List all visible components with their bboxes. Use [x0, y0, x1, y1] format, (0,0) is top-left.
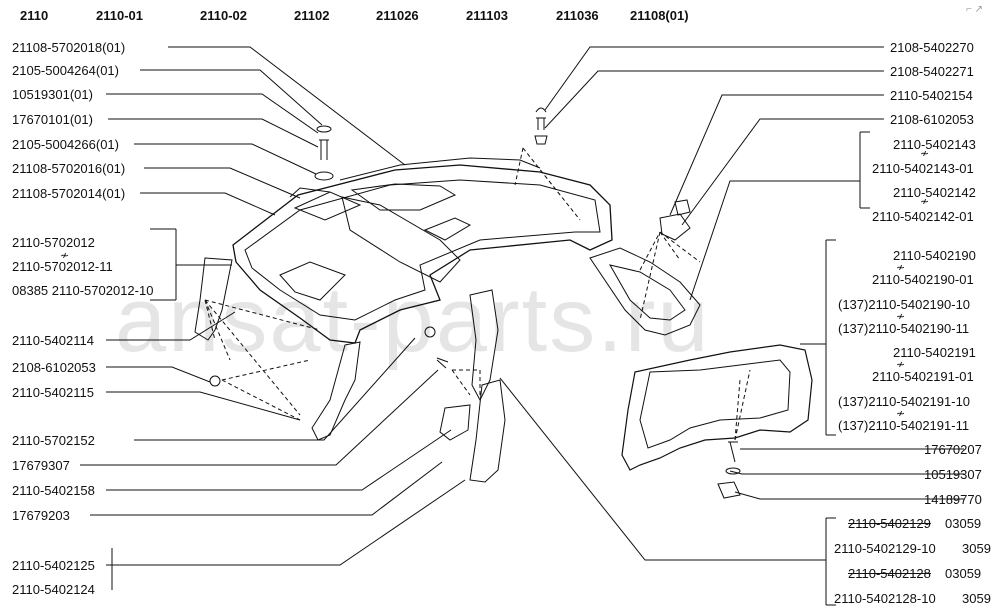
- part-label: 2110-5402142-01: [872, 209, 974, 224]
- alt-mark: ≁: [896, 408, 906, 420]
- part-label: 2110-5402143: [893, 137, 976, 152]
- part-label: 21108-5702014(01): [12, 186, 126, 201]
- watermark: ansat-parts.ru: [115, 269, 711, 371]
- part-label: 17679307: [12, 458, 70, 473]
- part-label: 2110-5402124: [12, 582, 95, 597]
- part-label: 2110-5402142: [893, 185, 976, 200]
- part-label: 14189770: [924, 492, 982, 507]
- part-label: 2110-5702012: [12, 235, 95, 250]
- part-label: 10519307: [924, 467, 982, 482]
- part-label: 2108-5402271: [890, 64, 974, 79]
- part-label: 17679203: [12, 508, 70, 523]
- alt-mark: ≁: [896, 311, 906, 323]
- model-header: 211036: [556, 8, 599, 23]
- part-label: 2110-5402190-01: [872, 272, 974, 287]
- part-label: 2110-5402125: [12, 558, 95, 573]
- part-label: 2105-5004266(01): [12, 137, 119, 152]
- part-label: 2110-5402115: [12, 385, 94, 400]
- alt-mark: ≁: [896, 359, 906, 371]
- corner-mark: ⌐ ↗: [966, 4, 983, 15]
- alt-mark: ≁: [60, 250, 70, 262]
- model-header: 21108(01): [630, 8, 689, 23]
- part-label: 2110-5402154: [890, 88, 973, 103]
- part-label: 2110-5402191: [893, 345, 976, 360]
- model-header: 2110-01: [96, 8, 143, 23]
- part-label: 2108-6102053: [890, 112, 974, 127]
- part-label: 2110-5702152: [12, 433, 95, 448]
- part-label: (137)2110-5402190-11: [838, 321, 970, 336]
- part-label: 3059: [962, 541, 991, 556]
- part-label: 21108-5702018(01): [12, 40, 126, 55]
- model-header: 211026: [376, 8, 419, 23]
- model-header: 211103: [466, 8, 508, 23]
- part-label: 10519301(01): [12, 87, 93, 102]
- alt-mark: ≁: [920, 148, 930, 160]
- part-label: 17670207: [924, 442, 982, 457]
- part-label: 2110-5402128-10: [834, 591, 936, 606]
- part-label: 2105-5004264(01): [12, 63, 119, 78]
- part-label: 2110-5402143-01: [872, 161, 974, 176]
- part-label: 2110-5402129-10: [834, 541, 936, 556]
- alt-mark: ≁: [920, 196, 930, 208]
- part-label: 2110-5402158: [12, 483, 95, 498]
- model-header: 2110: [20, 8, 49, 23]
- part-label: 03059: [945, 566, 982, 581]
- part-label: 2110-5402190: [893, 248, 976, 263]
- part-label: 17670101(01): [12, 112, 93, 127]
- part-label: 2108-5402270: [890, 40, 974, 55]
- part-label: 2110-5402191-01: [872, 369, 974, 384]
- part-label: 03059: [945, 516, 982, 531]
- part-label: 08385 2110-5702012-10: [12, 283, 154, 298]
- part-label: 2110-5402129: [848, 516, 931, 531]
- part-label: 2110-5702012-11: [12, 259, 113, 274]
- model-header: 21102: [294, 8, 330, 23]
- part-label: 2108-6102053: [12, 360, 96, 375]
- part-label: 3059: [962, 591, 991, 606]
- part-label: (137)2110-5402190-10: [838, 297, 971, 312]
- part-label: (137)2110-5402191-11: [838, 418, 970, 433]
- alt-mark: ≁: [896, 262, 906, 274]
- model-header: 2110-02: [200, 8, 247, 23]
- part-label: (137)2110-5402191-10: [838, 394, 971, 409]
- part-label: 2110-5402114: [12, 333, 94, 348]
- part-label: 2110-5402128: [848, 566, 931, 581]
- part-label: 21108-5702016(01): [12, 161, 126, 176]
